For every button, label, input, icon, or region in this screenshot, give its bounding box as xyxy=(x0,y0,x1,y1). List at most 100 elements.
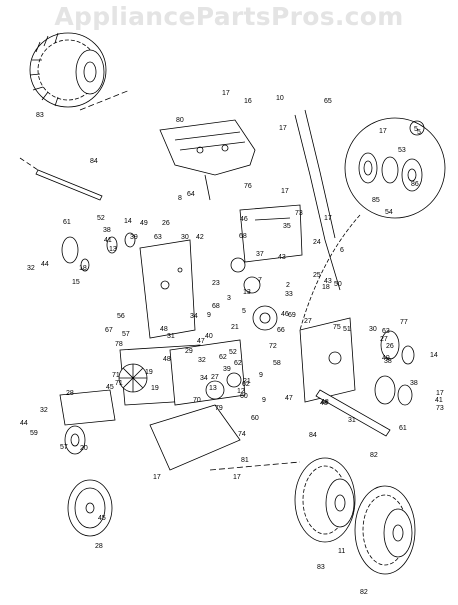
part-number-label: 45 xyxy=(98,515,106,522)
side-parts-left xyxy=(59,232,136,455)
part-number-label: 26 xyxy=(162,220,170,227)
part-number-label: 15 xyxy=(72,279,80,286)
wheel-hub-left xyxy=(67,479,113,537)
part-number-label: 13 xyxy=(209,385,217,392)
part-number-label: 53 xyxy=(398,147,406,154)
part-number-label: 62 xyxy=(219,354,227,361)
part-number-label: 40 xyxy=(205,333,213,340)
lower-frame xyxy=(119,339,246,406)
part-number-label: 32 xyxy=(40,407,48,414)
part-number-label: 19 xyxy=(145,369,153,376)
part-number-label: 18 xyxy=(79,265,87,272)
part-number-label: 31 xyxy=(167,333,175,340)
part-number-label: 31 xyxy=(348,417,356,424)
part-number-label: 44 xyxy=(41,261,49,268)
part-number-label: 63 xyxy=(382,328,390,335)
part-number-label: 37 xyxy=(256,251,264,258)
part-number-label: 78 xyxy=(115,341,123,348)
cable-line xyxy=(304,109,336,239)
part-number-label: 10 xyxy=(276,95,284,102)
part-number-label: 28 xyxy=(95,543,103,550)
center-bracket xyxy=(239,204,303,263)
leader-line xyxy=(209,461,301,471)
tire-top-left xyxy=(29,32,107,108)
part-number-label: 34 xyxy=(200,375,208,382)
part-number-label: 33 xyxy=(285,291,293,298)
part-number-label: 9 xyxy=(259,372,263,379)
cable-line xyxy=(294,114,341,291)
part-number-label: 48 xyxy=(160,326,168,333)
part-number-label: 43 xyxy=(278,254,286,261)
part-number-label: 74 xyxy=(238,431,246,438)
part-number-label: 30 xyxy=(369,326,377,333)
part-number-label: 65 xyxy=(324,98,332,105)
part-number-label: 72 xyxy=(269,343,277,350)
part-number-label: 3 xyxy=(227,295,231,302)
part-number-label: 70 xyxy=(193,397,201,404)
part-number-label: 17 xyxy=(153,474,161,481)
part-number-label: 41 xyxy=(435,397,443,404)
part-number-label: 17 xyxy=(436,390,444,397)
part-number-label: 32 xyxy=(27,265,35,272)
part-number-label: 47 xyxy=(197,338,205,345)
part-number-label: 9 xyxy=(207,312,211,319)
part-number-label: 46 xyxy=(240,216,248,223)
part-number-label: 86 xyxy=(411,181,419,188)
part-number-label: 45 xyxy=(106,384,114,391)
part-number-label: 11 xyxy=(338,548,345,555)
part-number-label: 17 xyxy=(379,128,387,135)
part-number-label: 38 xyxy=(103,227,111,234)
part-number-label: 52 xyxy=(97,215,105,222)
part-number-label: 81 xyxy=(241,457,249,464)
part-number-label: 17 xyxy=(233,474,241,481)
watermark: AppliancePartsPros.com xyxy=(54,2,404,31)
part-number-label: 17 xyxy=(324,215,332,222)
axle-left xyxy=(19,157,103,201)
part-number-label: 23 xyxy=(212,280,220,287)
pulley-lower xyxy=(205,372,242,400)
part-number-label: 62 xyxy=(242,381,250,388)
part-number-label: 75 xyxy=(333,324,341,331)
part-number-label: 20 xyxy=(80,445,88,452)
part-number-label: 14 xyxy=(124,218,132,225)
part-number-label: 83 xyxy=(36,112,44,119)
part-number-label: 48 xyxy=(320,400,328,407)
part-number-label: 50 xyxy=(334,281,342,288)
frame-right-plate xyxy=(299,317,356,403)
part-number-label: 77 xyxy=(400,319,408,326)
part-number-label: 73 xyxy=(295,210,303,217)
impeller xyxy=(118,363,148,393)
part-number-label: 69 xyxy=(288,312,296,319)
part-number-label: 61 xyxy=(63,219,71,226)
part-number-label: 16 xyxy=(244,98,252,105)
part-number-label: 25 xyxy=(313,272,321,279)
part-number-label: 63 xyxy=(154,234,162,241)
part-number-label: 34 xyxy=(190,313,198,320)
detail-inset xyxy=(299,117,446,331)
part-number-label: 48 xyxy=(321,399,329,406)
part-number-label: 39 xyxy=(223,366,231,373)
tire-bottom-center xyxy=(294,457,356,543)
part-number-label: 26 xyxy=(386,343,394,350)
part-number-label: 60 xyxy=(240,393,248,400)
part-number-label: 58 xyxy=(273,360,281,367)
part-number-label: 71 xyxy=(115,380,123,387)
tire-bottom-right xyxy=(354,485,416,575)
part-number-label: 60 xyxy=(251,415,259,422)
part-number-label: 18 xyxy=(322,284,330,291)
part-number-label: 5 xyxy=(417,129,421,136)
part-number-label: 8 xyxy=(178,195,182,202)
part-number-label: 82 xyxy=(360,589,368,596)
part-number-label: 61 xyxy=(399,425,407,432)
part-number-label: 51 xyxy=(343,326,351,333)
part-number-label: 7 xyxy=(258,277,262,284)
part-number-label: 5 xyxy=(242,308,246,315)
part-number-label: 32 xyxy=(198,357,206,364)
part-number-label: 35 xyxy=(283,223,291,230)
part-number-label: 38 xyxy=(384,358,392,365)
part-number-label: 12 xyxy=(237,388,245,395)
part-number-label: 80 xyxy=(176,117,184,124)
